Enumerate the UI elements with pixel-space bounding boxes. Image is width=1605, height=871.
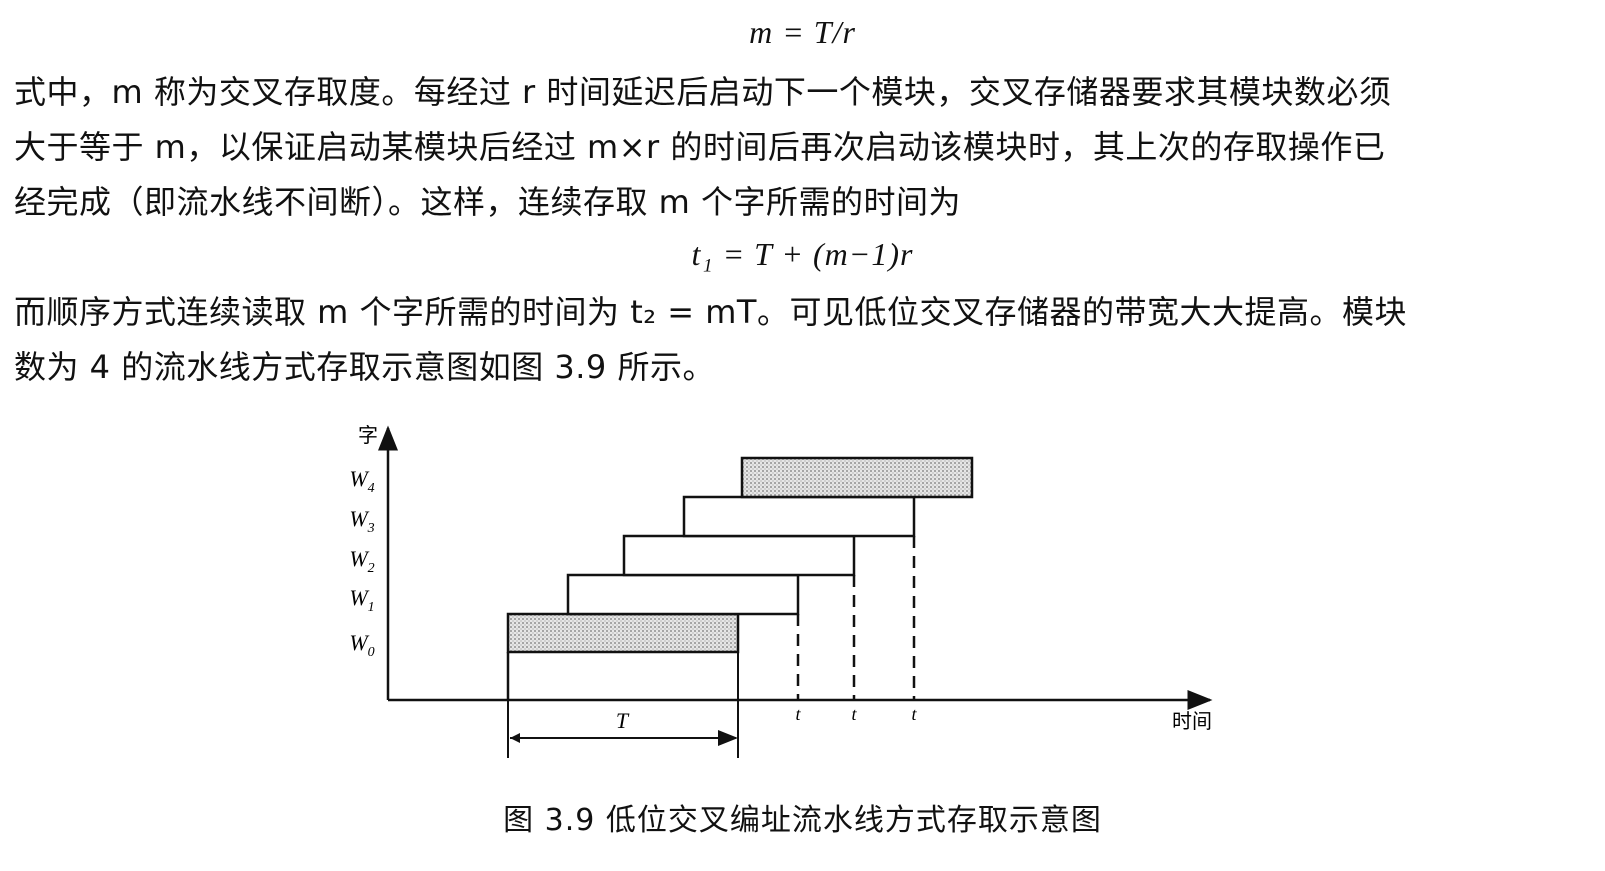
paragraph-interleave: 式中，m 称为交叉存取度。每经过 r 时间延迟后启动下一个模块，交叉存储器要求其… [14, 65, 1594, 230]
paragraph-line: 大于等于 m，以保证启动某模块后经过 m×r 的时间后再次启动该模块时，其上次的… [14, 128, 1386, 166]
T-label: T [616, 708, 630, 733]
paragraph-line: 经完成（即流水线不间断）。这样，连续存取 m 个字所需的时间为 [14, 183, 962, 221]
access-bar-w2 [622, 534, 856, 577]
y-axis-label: 字 [358, 423, 378, 447]
T-dim-arrow-left [510, 733, 520, 743]
row-label-w2: W2 [349, 546, 374, 576]
formula-interleave-degree: m = T/r [749, 14, 856, 50]
paragraph-bandwidth: 而顺序方式连续读取 m 个字所需的时间为 t₂ = mT。可见低位交叉存储器的带… [14, 285, 1594, 395]
row-label-w3: W3 [349, 506, 374, 536]
paragraph-line: 式中，m 称为交叉存取度。每经过 r 时间延迟后启动下一个模块，交叉存储器要求其… [14, 73, 1392, 111]
formula-pipeline-time: t₁ = T + (m−1)r [691, 236, 914, 272]
row-label-w4: W4 [349, 466, 374, 496]
paragraph-line: 而顺序方式连续读取 m 个字所需的时间为 t₂ = mT。可见低位交叉存储器的带… [14, 293, 1407, 331]
access-bar-w3 [682, 495, 916, 538]
row-label-w0: W0 [349, 630, 374, 660]
access-bar-w0 [506, 612, 740, 654]
figure-caption: 图 3.9 低位交叉编址流水线方式存取示意图 [503, 803, 1102, 838]
pipeline-diagram-svg: 字 时间 W0 W1 W2 W3 W4 t t t T [349, 423, 1213, 758]
access-bar-w1 [566, 573, 800, 616]
paragraph-line: 数为 4 的流水线方式存取示意图如图 3.9 所示。 [14, 348, 715, 386]
t-label-1: t [795, 704, 801, 724]
t-label-3: t [911, 704, 917, 724]
t-label-2: t [851, 704, 857, 724]
access-bar-w4 [740, 456, 974, 499]
row-label-w1: W1 [349, 585, 374, 615]
x-axis-label: 时间 [1172, 709, 1212, 733]
pipeline-timing-diagram: 字 时间 W0 W1 W2 W3 W4 t t t T [330, 418, 1250, 763]
